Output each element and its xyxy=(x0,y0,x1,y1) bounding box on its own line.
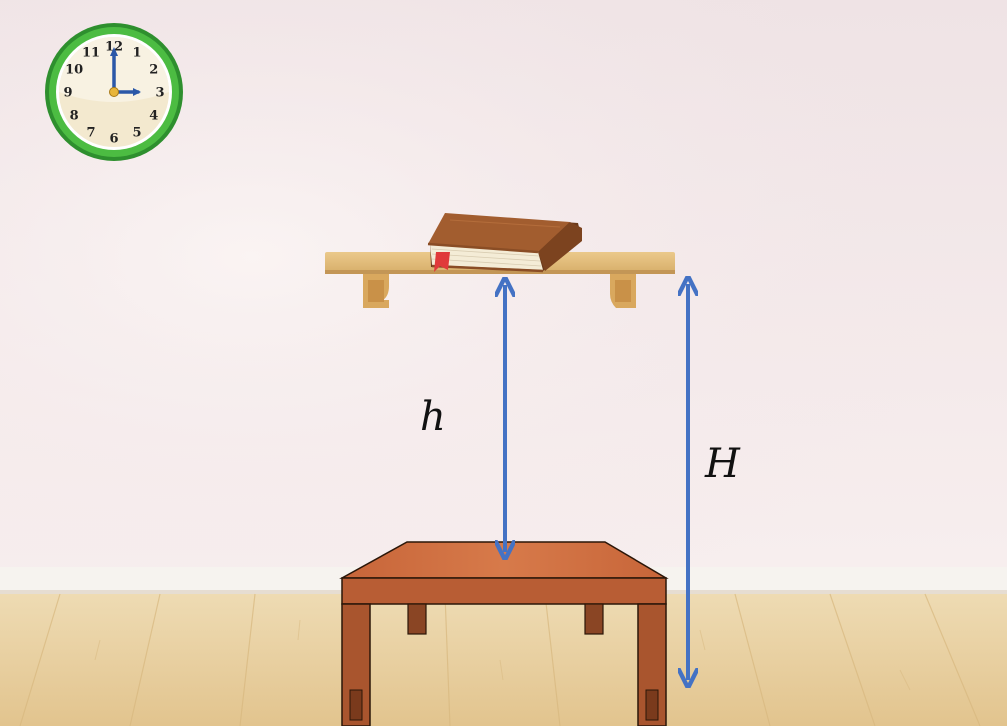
clock-numeral: 4 xyxy=(149,109,158,124)
clock-numeral: 11 xyxy=(82,46,100,61)
clock-numeral: 5 xyxy=(132,125,141,140)
clock-numeral: 10 xyxy=(65,63,83,78)
wooden-floor xyxy=(0,593,1007,726)
clock-numeral: 2 xyxy=(149,63,158,78)
clock-numeral: 6 xyxy=(109,132,118,147)
label-H: H xyxy=(705,441,740,487)
wall-clock: 121234567891011 xyxy=(45,23,183,161)
clock-numeral: 1 xyxy=(132,46,141,61)
book xyxy=(427,213,582,273)
clock-numeral: 3 xyxy=(155,86,164,101)
clock-numeral: 9 xyxy=(63,86,72,101)
clock-numeral: 7 xyxy=(86,125,95,140)
clock-numeral: 8 xyxy=(70,109,79,124)
table xyxy=(339,541,669,726)
label-h: h xyxy=(420,394,446,440)
